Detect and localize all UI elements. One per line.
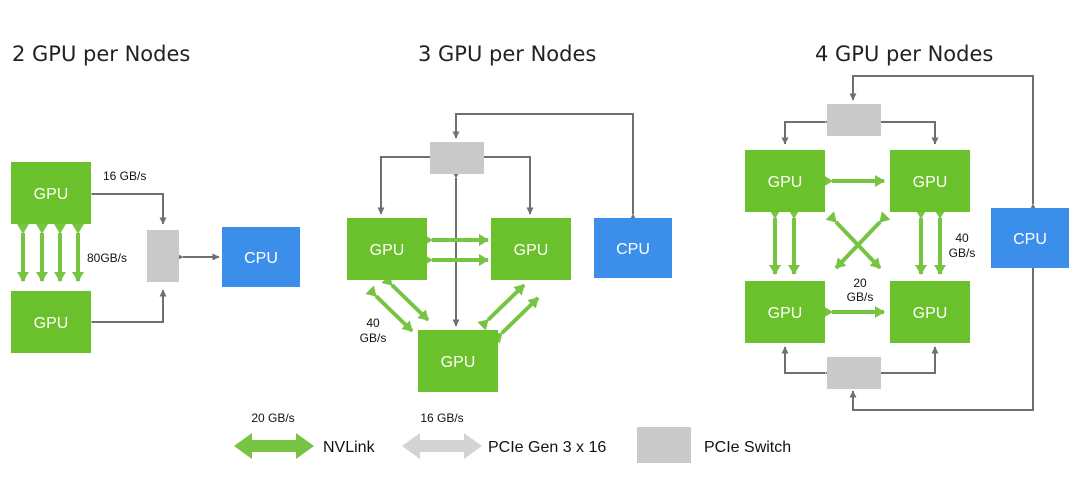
gpu-box bbox=[745, 281, 825, 343]
nvlink-bandwidth-label: 40 bbox=[955, 231, 969, 245]
title-4-gpu: 4 GPU per Nodes bbox=[815, 42, 993, 66]
legend-switch-swatch bbox=[637, 427, 691, 463]
pcie-link-top-switch-gpu-tl bbox=[781, 118, 832, 145]
pcie-switch-box bbox=[147, 230, 179, 282]
gpu-label: GPU bbox=[768, 174, 803, 191]
legend: 20 GB/s NVLink 16 GB/s PCIe Gen 3 x 16 P… bbox=[234, 411, 791, 463]
nvlink-bandwidth-unit: GB/s bbox=[360, 331, 387, 345]
pcie-link-cpu-top-switch bbox=[849, 75, 1037, 211]
gpu-label: GPU bbox=[441, 354, 476, 371]
title-2-gpu: 2 GPU per Nodes bbox=[12, 42, 190, 66]
pcie-switch-box bbox=[827, 104, 881, 136]
panel-4-gpu: GPU GPU GPU GPU CPU 40 GB/s 20 GB/s bbox=[745, 75, 1069, 411]
gpu-label: GPU bbox=[370, 242, 405, 259]
legend-pcie-arrow bbox=[402, 433, 482, 459]
gpu-box bbox=[11, 162, 91, 224]
gpu-box bbox=[890, 281, 970, 343]
nvlink-arrow bbox=[381, 274, 430, 322]
pcie-link-bottom-switch-gpu-bl bbox=[781, 346, 832, 377]
nvlink-bandwidth-unit: GB/s bbox=[949, 246, 976, 260]
gpu-label: GPU bbox=[514, 242, 549, 259]
cpu-box bbox=[991, 208, 1069, 268]
pcie-link-cpu-bottom-switch bbox=[849, 261, 1037, 411]
cpu-box bbox=[594, 218, 672, 278]
gpu-box bbox=[491, 218, 571, 280]
gpu-label: GPU bbox=[913, 305, 948, 322]
pcie-switch-box bbox=[827, 357, 881, 389]
nvlink-bandwidth-unit: GB/s bbox=[847, 290, 874, 304]
panel-2-gpu: GPU GPU CPU 16 GB/s 80GB/s bbox=[11, 162, 300, 353]
panel-3-gpu: GPU GPU CPU GPU 40 GB/s bbox=[347, 113, 672, 392]
nvlink-bandwidth-label: 80GB/s bbox=[87, 251, 127, 265]
legend-pcie-label: PCIe Gen 3 x 16 bbox=[488, 439, 606, 456]
gpu-box bbox=[11, 291, 91, 353]
pcie-link-cpu-switch bbox=[452, 113, 637, 221]
nvlink-arrow bbox=[834, 211, 891, 270]
gpu-box bbox=[745, 150, 825, 212]
nvlink-arrow bbox=[491, 296, 540, 344]
title-3-gpu: 3 GPU per Nodes bbox=[418, 42, 596, 66]
pcie-link-top-switch-gpu-tr bbox=[874, 118, 939, 145]
pcie-link-gpu1-switch bbox=[85, 190, 167, 225]
pcie-link-bottom-switch-gpu-br bbox=[874, 346, 939, 377]
cpu-label: CPU bbox=[244, 250, 278, 267]
legend-nvlink-speed: 20 GB/s bbox=[251, 411, 294, 425]
legend-pcie-speed: 16 GB/s bbox=[420, 411, 463, 425]
legend-switch-label: PCIe Switch bbox=[704, 439, 791, 456]
legend-nvlink-arrow bbox=[234, 433, 314, 459]
gpu-label: GPU bbox=[913, 174, 948, 191]
gpu-box bbox=[418, 330, 498, 392]
cpu-label: CPU bbox=[616, 241, 650, 258]
gpu-label: GPU bbox=[34, 186, 69, 203]
nvlink-bandwidth-label: 40 bbox=[366, 316, 380, 330]
gpu-box bbox=[890, 150, 970, 212]
gpu-label: GPU bbox=[768, 305, 803, 322]
nvlink-bandwidth-label: 20 bbox=[853, 276, 867, 290]
cpu-label: CPU bbox=[1013, 231, 1047, 248]
pcie-switch-box bbox=[430, 142, 484, 174]
cpu-box bbox=[222, 227, 300, 287]
gpu-label: GPU bbox=[34, 315, 69, 332]
legend-nvlink-label: NVLink bbox=[323, 439, 376, 456]
pcie-bandwidth-label: 16 GB/s bbox=[103, 169, 146, 183]
pcie-link-switch-gpu-left bbox=[377, 153, 439, 215]
pcie-link-switch-gpu-right bbox=[477, 153, 534, 215]
pcie-link-gpu2-switch bbox=[85, 289, 167, 326]
gpu-box bbox=[347, 218, 427, 280]
